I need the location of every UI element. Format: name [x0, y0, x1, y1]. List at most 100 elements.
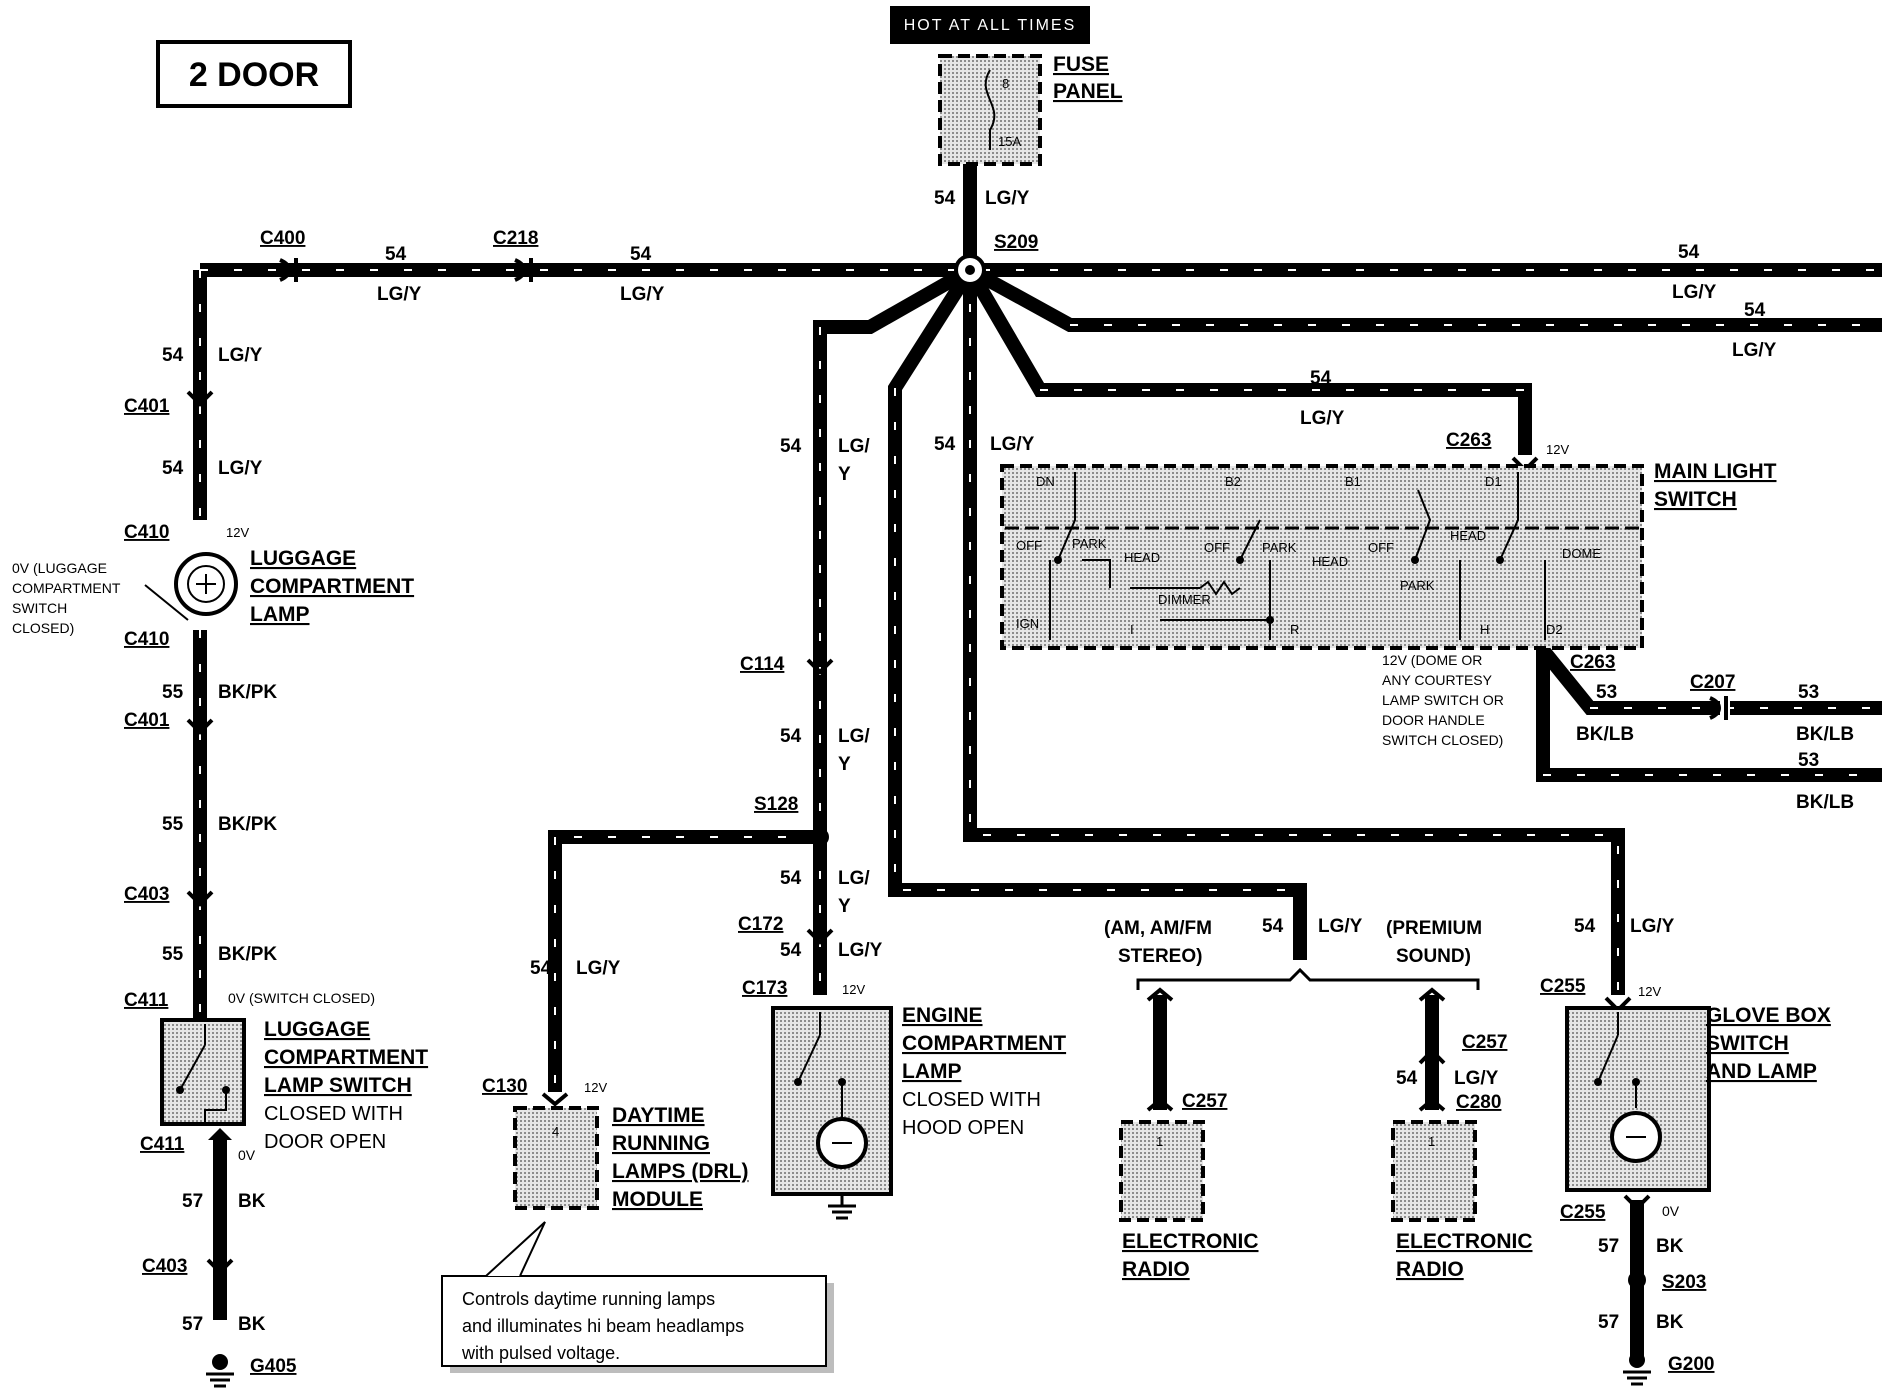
wire-color: BK/PK — [218, 944, 277, 965]
svg-text:1: 1 — [1428, 1134, 1435, 1149]
fuse-panel-label-2: PANEL — [1053, 80, 1123, 103]
wire-color: LG/ — [838, 436, 870, 457]
svg-text:PARK: PARK — [1400, 578, 1435, 593]
wire-color: LG/Y — [377, 284, 422, 305]
wire-circuit: 54 — [1574, 916, 1596, 937]
wire-color: BK — [238, 1314, 266, 1335]
wire-color: LG/Y — [1300, 408, 1345, 429]
splice-s128 — [811, 828, 829, 846]
wire-color: BK/PK — [218, 814, 277, 835]
connector-c400: C400 — [260, 228, 305, 249]
voltage-12v: 12V — [226, 525, 249, 540]
svg-text:HEAD: HEAD — [1312, 554, 1348, 569]
wire-color: LG/Y — [985, 188, 1030, 209]
luggage-switch-label-3: LAMP SWITCH — [264, 1074, 412, 1097]
ground-g405 — [206, 1354, 234, 1388]
wire-color: LG/Y — [218, 458, 263, 479]
wire-circuit: 54 — [780, 436, 802, 457]
main-switch-label-1: MAIN LIGHT — [1654, 460, 1777, 483]
voltage-0v: 0V — [1662, 1203, 1680, 1219]
connector-c263: C263 — [1446, 430, 1491, 451]
radio-option-bracket — [1136, 967, 1480, 990]
wire-color: LG/Y — [1630, 916, 1675, 937]
svg-text:HEAD: HEAD — [1124, 550, 1160, 565]
svg-text:R: R — [1290, 622, 1299, 637]
glove-box-label-2: SWITCH — [1706, 1032, 1789, 1055]
connector-c401: C401 — [124, 710, 170, 731]
connector-s128-label: S128 — [754, 794, 798, 815]
luggage-compartment-lamp — [174, 552, 238, 616]
connector-s209-label: S209 — [994, 232, 1038, 253]
luggage-note-1: 0V (LUGGAGE — [12, 560, 107, 576]
main-switch-label-2: SWITCH — [1654, 488, 1737, 511]
wire-color: LG/Y — [576, 958, 621, 979]
svg-text:1: 1 — [1156, 1134, 1163, 1149]
svg-text:I: I — [1130, 622, 1134, 637]
svg-text:B2: B2 — [1225, 474, 1241, 489]
connector-c255: C255 — [1560, 1202, 1606, 1223]
radio-std-note-2: STEREO) — [1118, 946, 1202, 967]
fuse-panel-label-1: FUSE — [1053, 53, 1109, 76]
voltage-12v: 12V — [1546, 442, 1569, 457]
wire-color: Y — [838, 896, 851, 917]
svg-text:D1: D1 — [1485, 474, 1502, 489]
ground-g405-label: G405 — [250, 1356, 297, 1377]
engine-lamp-label-3: LAMP — [902, 1060, 962, 1083]
wire-circuit: 54 — [1744, 300, 1766, 321]
voltage-12v: 12V — [842, 982, 865, 997]
luggage-note-2: COMPARTMENT — [12, 580, 121, 596]
luggage-note-4: CLOSED) — [12, 620, 74, 636]
glove-box-switch-lamp — [1565, 1006, 1711, 1192]
wire-circuit: 57 — [1598, 1236, 1619, 1257]
connector-c172: C172 — [738, 914, 783, 935]
wire-color: BK/PK — [218, 682, 277, 703]
glove-box-label-1: GLOVE BOX — [1706, 1004, 1831, 1027]
svg-text:HOT AT ALL TIMES: HOT AT ALL TIMES — [904, 17, 1077, 34]
wire-circuit: 54 — [780, 940, 802, 961]
wire-color: LG/Y — [1672, 282, 1717, 303]
wire-circuit: 54 — [385, 244, 407, 265]
connector-c280: C280 — [1456, 1092, 1501, 1113]
luggage-switch-note-1: CLOSED WITH — [264, 1103, 403, 1125]
wire-color: LG/Y — [838, 940, 883, 961]
connector-s203-label: S203 — [1662, 1272, 1706, 1293]
svg-text:15A: 15A — [998, 134, 1021, 149]
svg-text:2 DOOR: 2 DOOR — [189, 56, 319, 94]
wire-circuit: 53 — [1798, 682, 1819, 703]
wire-circuit: 54 — [162, 458, 184, 479]
svg-text:PARK: PARK — [1262, 540, 1297, 555]
electronic-radio-standard: 1 — [1119, 1120, 1205, 1222]
wire-circuit: 54 — [1678, 242, 1700, 263]
wire-circuit: 54 — [780, 868, 802, 889]
wire-circuit: 54 — [934, 434, 956, 455]
connector-c114: C114 — [740, 654, 785, 675]
connector-c173: C173 — [742, 978, 787, 999]
connector-c207: C207 — [1690, 672, 1735, 693]
fuse-panel: 8 15A — [938, 54, 1042, 166]
svg-text:DN: DN — [1036, 474, 1055, 489]
radio-prem-note-2: SOUND) — [1396, 946, 1471, 967]
wire-circuit: 55 — [162, 814, 184, 835]
luggage-switch-label-2: COMPARTMENT — [264, 1046, 428, 1069]
connector-c255: C255 — [1540, 976, 1586, 997]
wire-circuit: 57 — [1598, 1312, 1619, 1333]
connector-c411: C411 — [124, 990, 169, 1011]
connector-c403: C403 — [124, 884, 169, 905]
connector-c410: C410 — [124, 522, 169, 543]
voltage-switch-closed: 0V (SWITCH CLOSED) — [228, 990, 375, 1006]
radio-std-label-2: RADIO — [1122, 1258, 1190, 1281]
wire-circuit: 57 — [182, 1314, 203, 1335]
splice-s203 — [1628, 1271, 1646, 1289]
wire-color: LG/Y — [218, 345, 263, 366]
svg-text:OFF: OFF — [1204, 540, 1230, 555]
wire-color: BK/LB — [1576, 724, 1634, 745]
wire-color: Y — [838, 754, 851, 775]
wire-circuit: 54 — [530, 958, 552, 979]
wire-color: BK — [1656, 1236, 1684, 1257]
wire-color: Y — [838, 464, 851, 485]
engine-note-2: HOOD OPEN — [902, 1117, 1024, 1139]
voltage-0v: 0V — [238, 1147, 256, 1163]
svg-text:OFF: OFF — [1368, 540, 1394, 555]
wire-circuit: 54 — [1310, 368, 1332, 389]
